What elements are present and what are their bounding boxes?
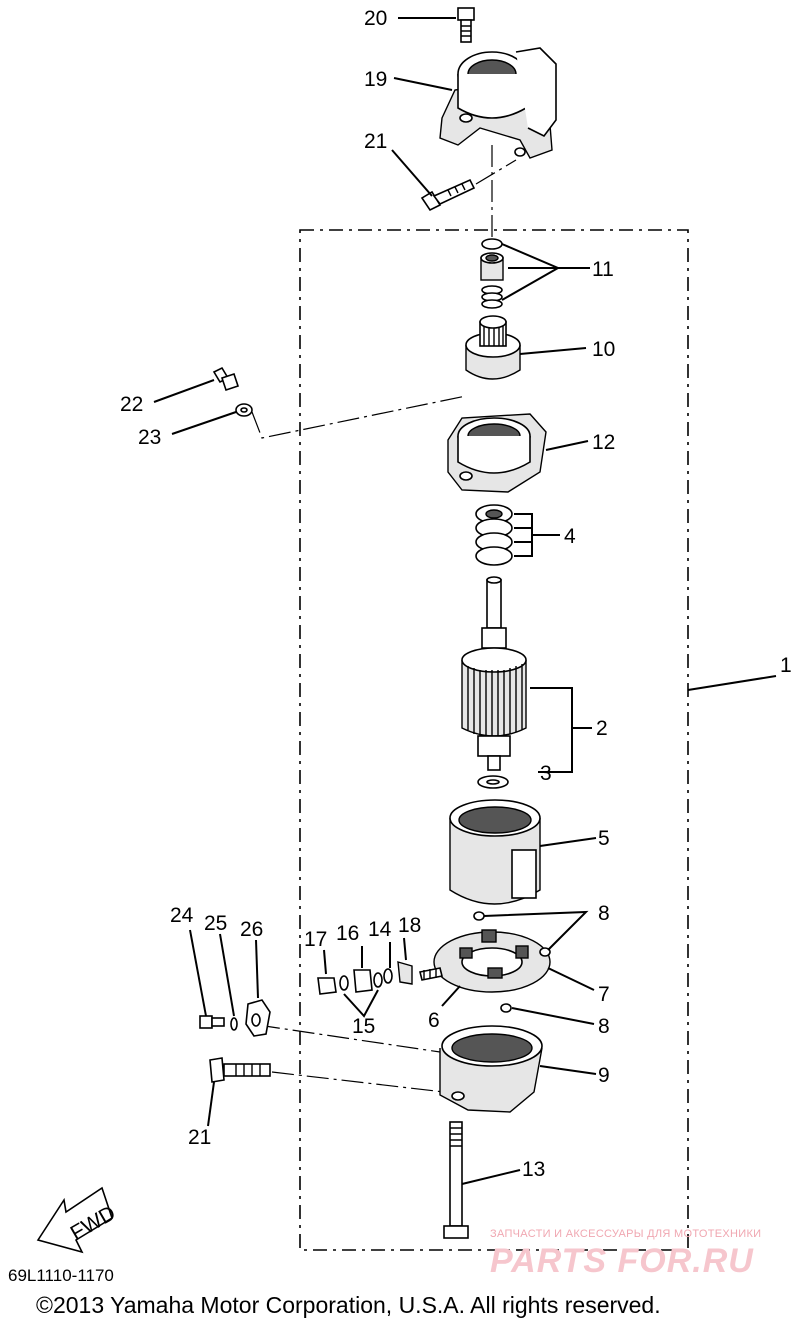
part-number-23: 23: [138, 426, 161, 449]
part-number-19: 19: [364, 68, 387, 91]
part-number-3: 3: [540, 762, 552, 785]
part-number-10: 10: [592, 338, 615, 361]
screws-8: [473, 911, 551, 1013]
part-number-12: 12: [592, 431, 615, 454]
through-bolt-13: [443, 1121, 469, 1239]
part-number-6: 6: [428, 1009, 440, 1032]
diagram-code: 69L1110-1170: [8, 1266, 114, 1285]
armature-2: [461, 576, 527, 771]
bolt-22: [212, 366, 240, 392]
part-number-11: 11: [592, 258, 614, 281]
fwd-arrow-icon: FWD: [36, 1186, 120, 1254]
part-number-8-lower: 8: [598, 1015, 610, 1038]
part-number-24: 24: [170, 904, 194, 927]
bolt-24: [199, 1015, 225, 1029]
part-number-26: 26: [240, 918, 263, 941]
part-number-25: 25: [204, 912, 227, 935]
part-number-5: 5: [598, 827, 610, 850]
center-line-bolt-24: [257, 1024, 441, 1053]
washer-14: [383, 968, 393, 984]
center-line-washer-23: [251, 395, 467, 439]
bolt-21-bottom: [209, 1057, 271, 1083]
part-number-1: 1: [780, 654, 792, 677]
washer-3: [477, 775, 509, 789]
assembly-boundary: [299, 229, 689, 1251]
washer-23: [235, 403, 253, 417]
clamp-26: [245, 999, 271, 1037]
housing-12: [447, 413, 547, 493]
copyright-notice: ©2013 Yamaha Motor Corporation, U.S.A. A…: [36, 1292, 661, 1318]
watermark-tagline: ЗАПЧАСТИ И АКСЕССУАРЫ ДЛЯ МОТОТЕХНИКИ: [490, 1228, 762, 1240]
leader-lines: [153, 17, 777, 1185]
part-number-16: 16: [336, 922, 359, 945]
terminal-6: [419, 967, 443, 981]
part-number-21-lower: 21: [188, 1126, 211, 1149]
bracket-19: [439, 47, 557, 159]
center-line-bolt-21: [271, 1071, 445, 1093]
part-number-17: 17: [304, 928, 327, 951]
pinion-10: [465, 315, 521, 380]
part-number-7: 7: [598, 983, 610, 1006]
part-number-labels: 20 19 21 11 10 22 23 12 4 1 2 3 5 8 7 6 …: [120, 7, 792, 1181]
part-number-21: 21: [364, 130, 387, 153]
washer-15a: [339, 975, 349, 991]
stopper-set-11: [480, 238, 504, 309]
part-number-22: 22: [120, 393, 143, 416]
bolt-20: [457, 7, 475, 43]
brush-holder-7: [433, 929, 551, 993]
part-number-15: 15: [352, 1015, 375, 1038]
part-number-14: 14: [368, 918, 392, 941]
nut-17: [317, 977, 337, 995]
insulator-18: [397, 961, 413, 985]
nut-16: [353, 969, 373, 993]
yoke-5: [449, 799, 541, 905]
part-number-4: 4: [564, 525, 576, 548]
washer-15b: [373, 972, 383, 988]
watermark-logo: PARTS FOR.RU: [490, 1242, 754, 1280]
shims-4: [475, 504, 513, 566]
part-number-2: 2: [596, 717, 608, 740]
part-number-18: 18: [398, 914, 421, 937]
part-number-9: 9: [598, 1064, 610, 1087]
front-bracket-9: [439, 1025, 543, 1113]
bolt-21-top: [420, 159, 517, 212]
part-number-8: 8: [598, 902, 610, 925]
part-number-20: 20: [364, 7, 387, 30]
part-number-13: 13: [522, 1158, 545, 1181]
washer-25: [230, 1017, 238, 1031]
